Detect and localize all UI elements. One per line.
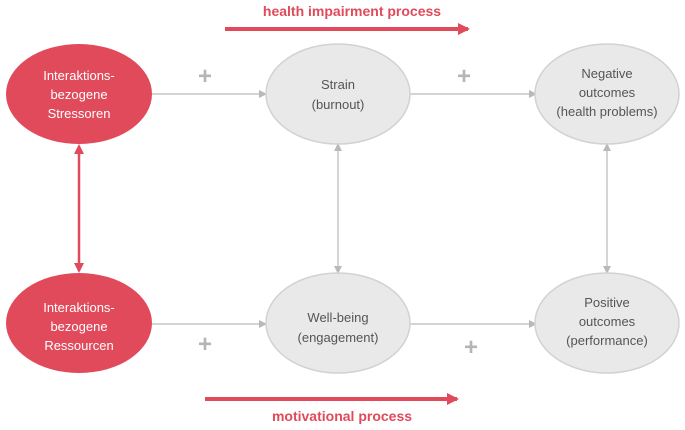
motivational-process-label: motivational process xyxy=(272,408,412,424)
node-ressourcen-line-2: bezogene xyxy=(50,319,107,334)
health-impairment-process-label: health impairment process xyxy=(263,3,441,19)
node-stressoren-line-2: bezogene xyxy=(50,87,107,102)
plus-sign-strain-negative: + xyxy=(457,63,471,90)
node-positive-line-2: outcomes xyxy=(579,314,636,329)
node-stressoren: Interaktions- bezogene Stressoren xyxy=(6,44,152,144)
node-strain-line-1: Strain xyxy=(321,77,355,92)
node-negative-line-1: Negative xyxy=(581,66,632,81)
node-negative: Negative outcomes (health problems) xyxy=(534,43,680,145)
node-stressoren-line-1: Interaktions- xyxy=(43,68,115,83)
node-wellbeing-line-1: Well-being xyxy=(307,310,368,325)
node-ressourcen-line-3: Ressourcen xyxy=(44,338,113,353)
node-strain: Strain (burnout) xyxy=(265,43,411,145)
node-wellbeing-line-2: (engagement) xyxy=(298,330,379,345)
node-negative-line-2: outcomes xyxy=(579,85,636,100)
plus-sign-stressoren-strain: + xyxy=(198,63,212,90)
plus-sign-ressourcen-wellbeing: + xyxy=(198,331,212,358)
plus-sign-wellbeing-positive: + xyxy=(464,334,478,361)
node-ressourcen: Interaktions- bezogene Ressourcen xyxy=(6,273,152,373)
node-negative-line-3: (health problems) xyxy=(556,104,657,119)
node-ressourcen-line-1: Interaktions- xyxy=(43,300,115,315)
node-positive-line-3: (performance) xyxy=(566,333,648,348)
node-wellbeing: Well-being (engagement) xyxy=(265,272,411,374)
node-positive-line-1: Positive xyxy=(584,295,630,310)
node-positive: Positive outcomes (performance) xyxy=(534,272,680,374)
node-strain-line-2: (burnout) xyxy=(312,97,365,112)
node-stressoren-line-3: Stressoren xyxy=(48,106,111,121)
